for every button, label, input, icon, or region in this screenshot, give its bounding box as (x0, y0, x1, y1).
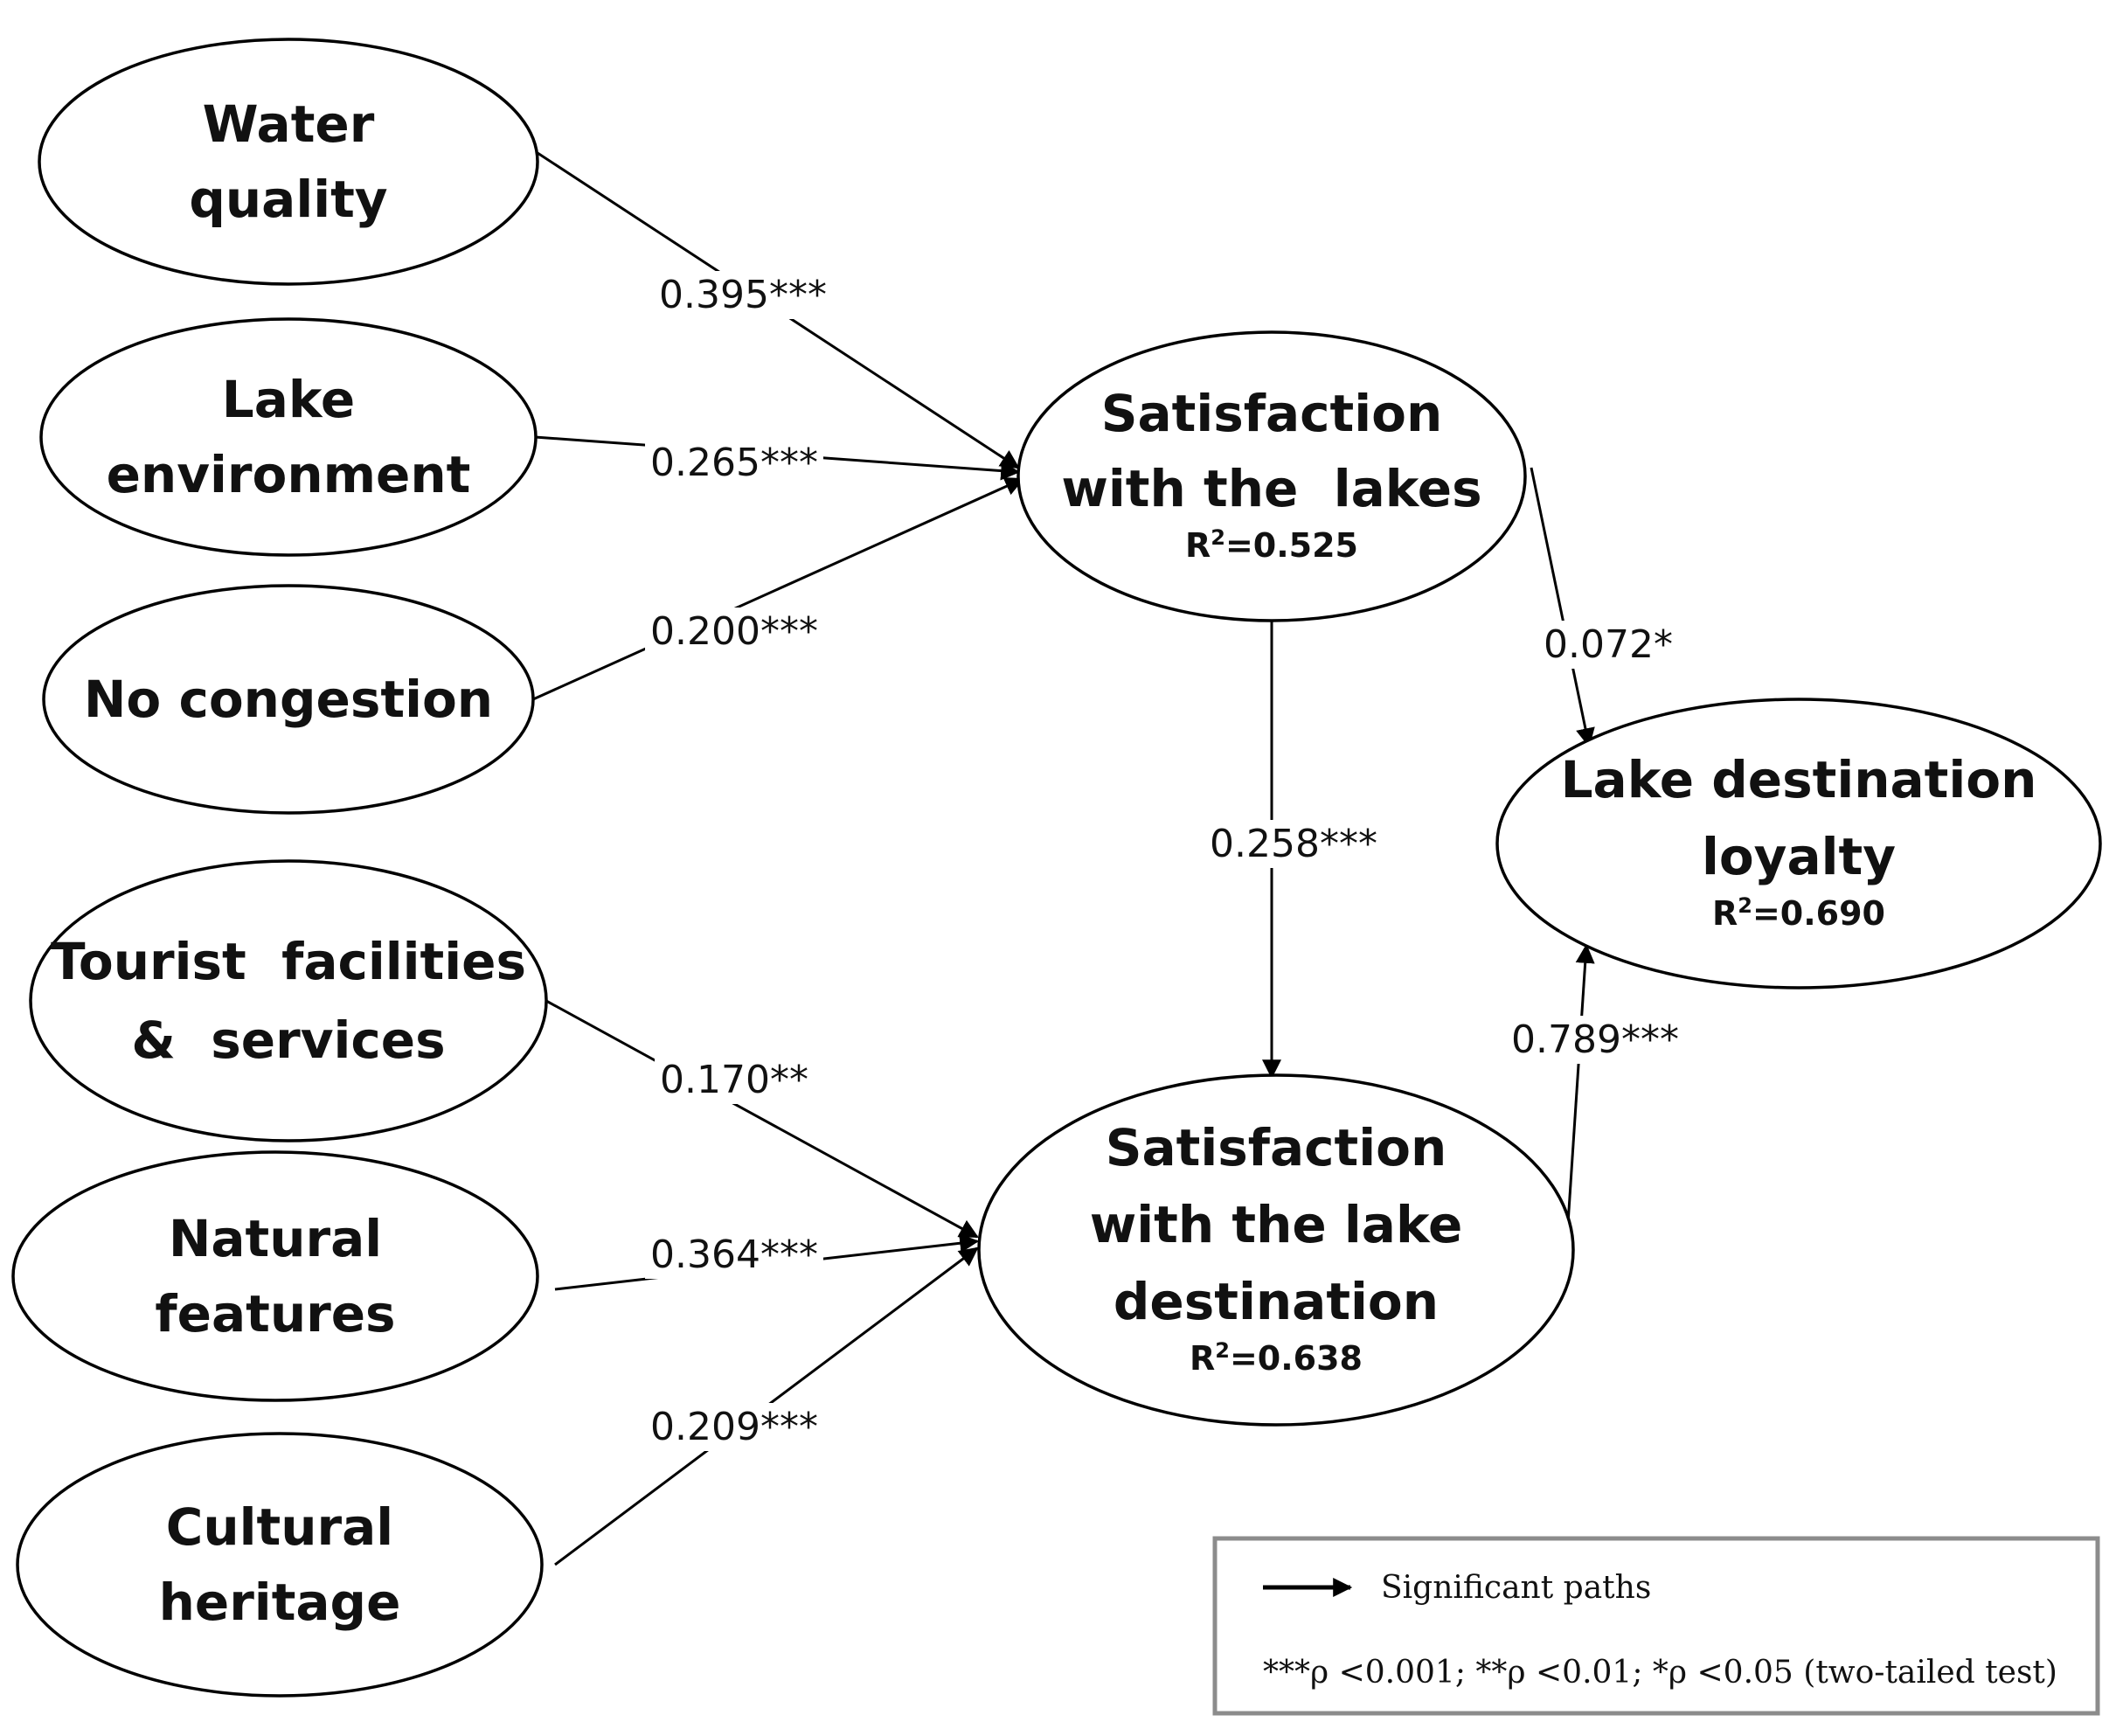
path-arrow-no-congestion-to-sat-lakes (532, 477, 1025, 701)
node-sat-destination: Satisfaction with the lake destinationR2=0… (977, 1073, 1575, 1427)
node-label-line: heritage (159, 1573, 401, 1632)
node-lake-environment: Lake environment (39, 317, 538, 557)
legend-arrow-label: Significant paths (1381, 1570, 1651, 1606)
r-squared-label: R2=0.525 (1185, 525, 1358, 565)
path-arrow-tourist-facilities-to-sat-destination (545, 999, 979, 1239)
legend-box (1212, 1536, 2100, 1716)
node-natural-features: Natural features (11, 1150, 539, 1402)
node-label-line: loyalty (1702, 827, 1896, 886)
node-label-line: environment (107, 445, 471, 504)
node-label-line: Natural (169, 1209, 382, 1268)
path-coefficient-label: 0.265*** (650, 441, 818, 485)
node-water-quality: Water quality (38, 38, 539, 286)
node-label-line: features (155, 1284, 395, 1344)
label-backdrop (645, 608, 823, 656)
node-ellipse (1016, 330, 1527, 622)
node-ellipse (1495, 698, 2102, 990)
path-arrow-sat-lakes-to-loyalty (1530, 467, 1595, 748)
label-backdrop (1204, 820, 1383, 868)
legend-significance-note: ***ρ <0.001; **ρ <0.01; *ρ <0.05 (two-ta… (1263, 1655, 2057, 1691)
label-backdrop (645, 1403, 823, 1451)
label-backdrop (1538, 621, 1678, 669)
node-label-line: with the lakes (1061, 459, 1481, 518)
r-squared-label: R2=0.690 (1712, 893, 1885, 933)
legend: Significant paths ***ρ <0.001; **ρ <0.01… (1212, 1536, 2100, 1716)
path-coefficient-label: 0.364*** (650, 1233, 818, 1277)
node-ellipse (29, 859, 548, 1142)
label-backdrop (654, 271, 832, 319)
path-coefficient-label: 0.170** (660, 1058, 808, 1102)
r-squared-label: R2=0.638 (1190, 1338, 1363, 1378)
node-label-line: Satisfaction (1101, 384, 1443, 443)
path-coefficient-label: 0.200*** (650, 609, 818, 654)
node-label-line: Lake (222, 370, 355, 429)
node-label-line: & services (131, 1010, 445, 1070)
node-label-line: Cultural (166, 1497, 393, 1557)
node-label-line: Satisfaction (1106, 1118, 1447, 1177)
path-coefficient-label: 0.789*** (1511, 1017, 1679, 1062)
node-ellipse (42, 584, 535, 815)
node-label-line: destination (1114, 1272, 1439, 1331)
node-ellipse (977, 1073, 1575, 1427)
path-coefficient-label: 0.258*** (1210, 822, 1377, 866)
path-arrow-sat-destination-to-loyalty (1565, 943, 1595, 1238)
node-ellipse (11, 1150, 539, 1402)
node-label-line: quality (189, 170, 387, 229)
node-cultural-heritage: Cultural heritage (16, 1432, 544, 1698)
node-label-line: Lake destination (1561, 750, 2037, 809)
label-backdrop (645, 439, 823, 487)
path-coefficient-label: 0.395*** (659, 273, 827, 317)
label-backdrop (645, 1231, 823, 1279)
node-label-line: No congestion (84, 670, 493, 729)
node-tourist-facilities: Tourist facilities & services (29, 859, 548, 1142)
path-coefficient-label: 0.209*** (650, 1405, 818, 1449)
node-ellipse (38, 38, 539, 286)
node-label-line: Water (203, 94, 375, 154)
node-label-line: Tourist facilities (51, 932, 526, 991)
edges-layer (532, 151, 1595, 1566)
node-ellipse (16, 1432, 544, 1698)
path-coefficient-label: 0.072* (1544, 622, 1673, 667)
node-ellipse (39, 317, 538, 557)
label-backdrop (1506, 1016, 1684, 1064)
edge-labels-layer: 0.395*** 0.265*** 0.200*** 0.258*** 0.072* 0.… (645, 271, 1684, 1451)
node-no-congestion: No congestion (42, 584, 535, 815)
label-backdrop (655, 1056, 814, 1104)
node-label-line: with the lake (1090, 1195, 1463, 1254)
